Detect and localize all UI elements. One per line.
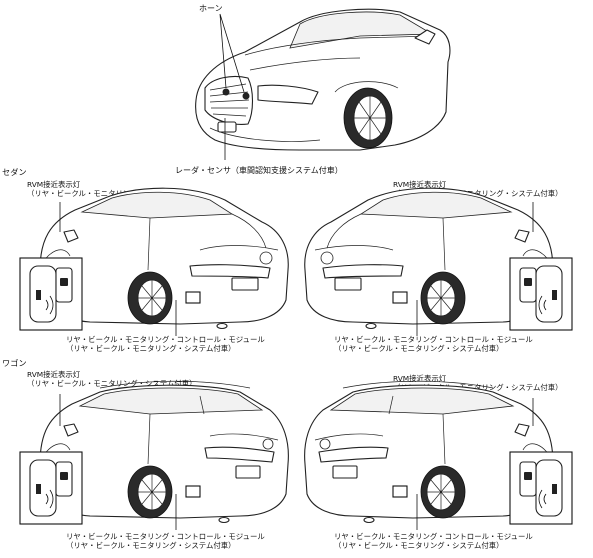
sedan-section-title: セダン <box>2 167 27 177</box>
sedan-left-car <box>39 187 289 336</box>
wagon-left-rvm-module-label: リヤ・ビークル・モニタリング・コントロール・モジュール （リヤ・ビークル・モニタ… <box>66 532 265 550</box>
sedan-right-rvm-lamp-label: RVM接近表示灯 （リヤ・ビークル・モニタリング・システム付車） <box>393 180 563 198</box>
wagon-right-rvm-lamp-label: RVM接近表示灯 （リヤ・ビークル・モニタリング・システム付車） <box>393 374 563 392</box>
sedan-right-car <box>304 187 554 336</box>
front-view-car <box>195 8 451 160</box>
wagon-right-inset <box>509 451 573 525</box>
radar-sensor-label: レーダ・センサ（車間認知支援システム付車） <box>175 166 343 175</box>
sedan-left-rvm-module-label: リヤ・ビークル・モニタリング・コントロール・モジュール （リヤ・ビークル・モニタ… <box>66 335 265 353</box>
wagon-right-car <box>304 380 554 530</box>
wagon-left-car <box>39 380 289 530</box>
sedan-left-inset <box>19 257 83 331</box>
sedan-left-rvm-lamp-label: RVM接近表示灯 （リヤ・ビークル・モニタリング・システム付車） <box>27 180 197 198</box>
wagon-left-rvm-lamp-label: RVM接近表示灯 （リヤ・ビークル・モニタリング・システム付車） <box>27 370 197 388</box>
mirror-indicator-icon <box>60 278 68 286</box>
radar-module-icon <box>185 291 201 304</box>
wagon-right-rvm-module-label: リヤ・ビークル・モニタリング・コントロール・モジュール （リヤ・ビークル・モニタ… <box>334 532 533 550</box>
wagon-section-title: ワゴン <box>2 358 27 368</box>
wagon-left-inset <box>19 451 83 525</box>
sedan-right-inset <box>509 257 573 331</box>
sedan-right-rvm-module-label: リヤ・ビークル・モニタリング・コントロール・モジュール （リヤ・ビークル・モニタ… <box>334 335 533 353</box>
horn-label: ホーン <box>199 4 223 13</box>
